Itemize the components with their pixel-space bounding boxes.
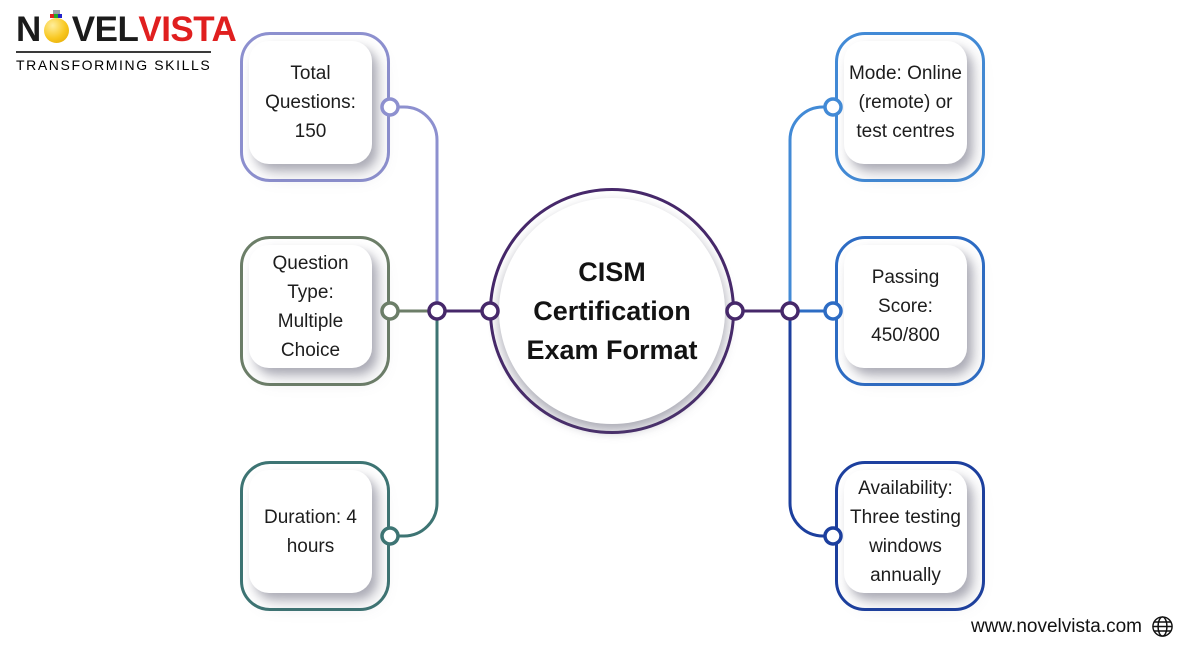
- node-box-question-type: Question Type: Multiple Choice: [240, 236, 390, 386]
- connector-duration: [390, 311, 439, 538]
- globe-icon: [1152, 616, 1173, 637]
- node-box-total-questions: Total Questions: 150: [240, 32, 390, 182]
- junction-dot-left: [427, 301, 447, 321]
- connector-availability: [788, 311, 833, 538]
- center-title-line-3: Exam Format: [526, 334, 698, 365]
- connector-total-questions: [390, 105, 439, 311]
- logo-tagline: TRANSFORMING SKILLS: [16, 51, 212, 73]
- connector-mode: [788, 105, 833, 311]
- lightbulb-icon: [42, 10, 71, 43]
- node-label-question-type: Question Type: Multiple Choice: [272, 252, 349, 361]
- logo-text-vel: VEL: [71, 10, 139, 49]
- node-label-passing-score: Passing Score: 450/800: [871, 267, 940, 346]
- node-label-total-questions: Total Questions: 150: [265, 63, 356, 142]
- node-label-availability: Availability: Three testing windows annu…: [850, 477, 961, 586]
- novelvista-logo: N VEL VISTA TRANSFORMING SKILLS: [16, 10, 237, 73]
- node-label-mode: Mode: Online (remote) or test centres: [848, 63, 962, 142]
- center-title-line-1: CISM: [578, 256, 646, 287]
- node-label-duration: Duration: 4 hours: [264, 506, 357, 557]
- junction-dot-right: [780, 301, 800, 321]
- logo-text-vista: VISTA: [138, 10, 237, 49]
- node-box-duration: Duration: 4 hours: [240, 461, 390, 611]
- center-topic-circle: CISM Certification Exam Format: [489, 188, 735, 434]
- node-box-availability: Availability: Three testing windows annu…: [835, 461, 985, 611]
- node-box-passing-score: Passing Score: 450/800: [835, 236, 985, 386]
- logo-text-n: N: [16, 10, 41, 49]
- logo-wordmark: N VEL VISTA: [16, 10, 237, 49]
- website-url: www.novelvista.com: [970, 615, 1142, 637]
- footer: www.novelvista.com: [971, 615, 1174, 638]
- node-box-mode: Mode: Online (remote) or test centres: [835, 32, 985, 182]
- center-title-line-2: Certification: [533, 295, 691, 326]
